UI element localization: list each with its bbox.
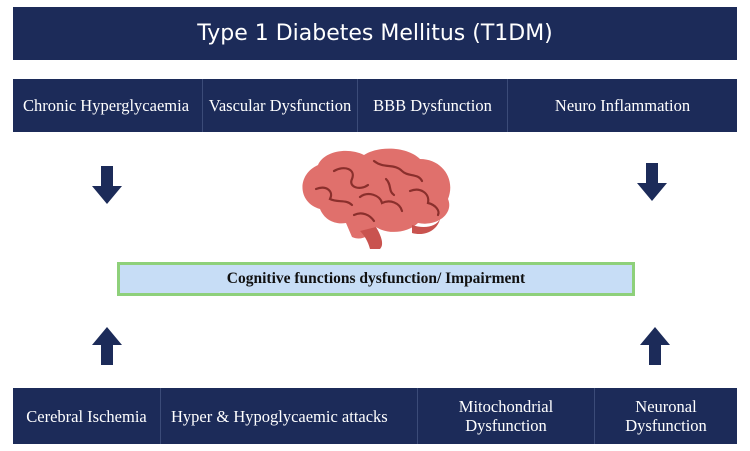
bottom-cause-row: Cerebral Ischemia Hyper & Hypoglycaemic … [13,388,737,444]
cause-hyper-hypoglycaemic-attacks: Hyper & Hypoglycaemic attacks [161,388,418,444]
cause-vascular-dysfunction: Vascular Dysfunction [203,79,358,132]
cause-chronic-hyperglycaemia: Chronic Hyperglycaemia [13,79,203,132]
cause-neuro-inflammation: Neuro Inflammation [508,79,737,132]
cause-cerebral-ischemia: Cerebral Ischemia [13,388,161,444]
diagram-title: Type 1 Diabetes Mellitus (T1DM) [13,7,737,60]
up-arrow-icon [640,327,670,365]
up-arrow-icon [92,327,122,365]
down-arrow-icon [637,163,667,201]
brain-icon [302,148,451,249]
cause-neuronal-dysfunction: Neuronal Dysfunction [595,388,737,444]
top-cause-row: Chronic Hyperglycaemia Vascular Dysfunct… [13,79,737,132]
down-arrow-icon [92,166,122,204]
cause-mitochondrial-dysfunction: Mitochondrial Dysfunction [418,388,595,444]
cognitive-impairment-box: Cognitive functions dysfunction/ Impairm… [117,262,635,296]
cause-bbb-dysfunction: BBB Dysfunction [358,79,508,132]
